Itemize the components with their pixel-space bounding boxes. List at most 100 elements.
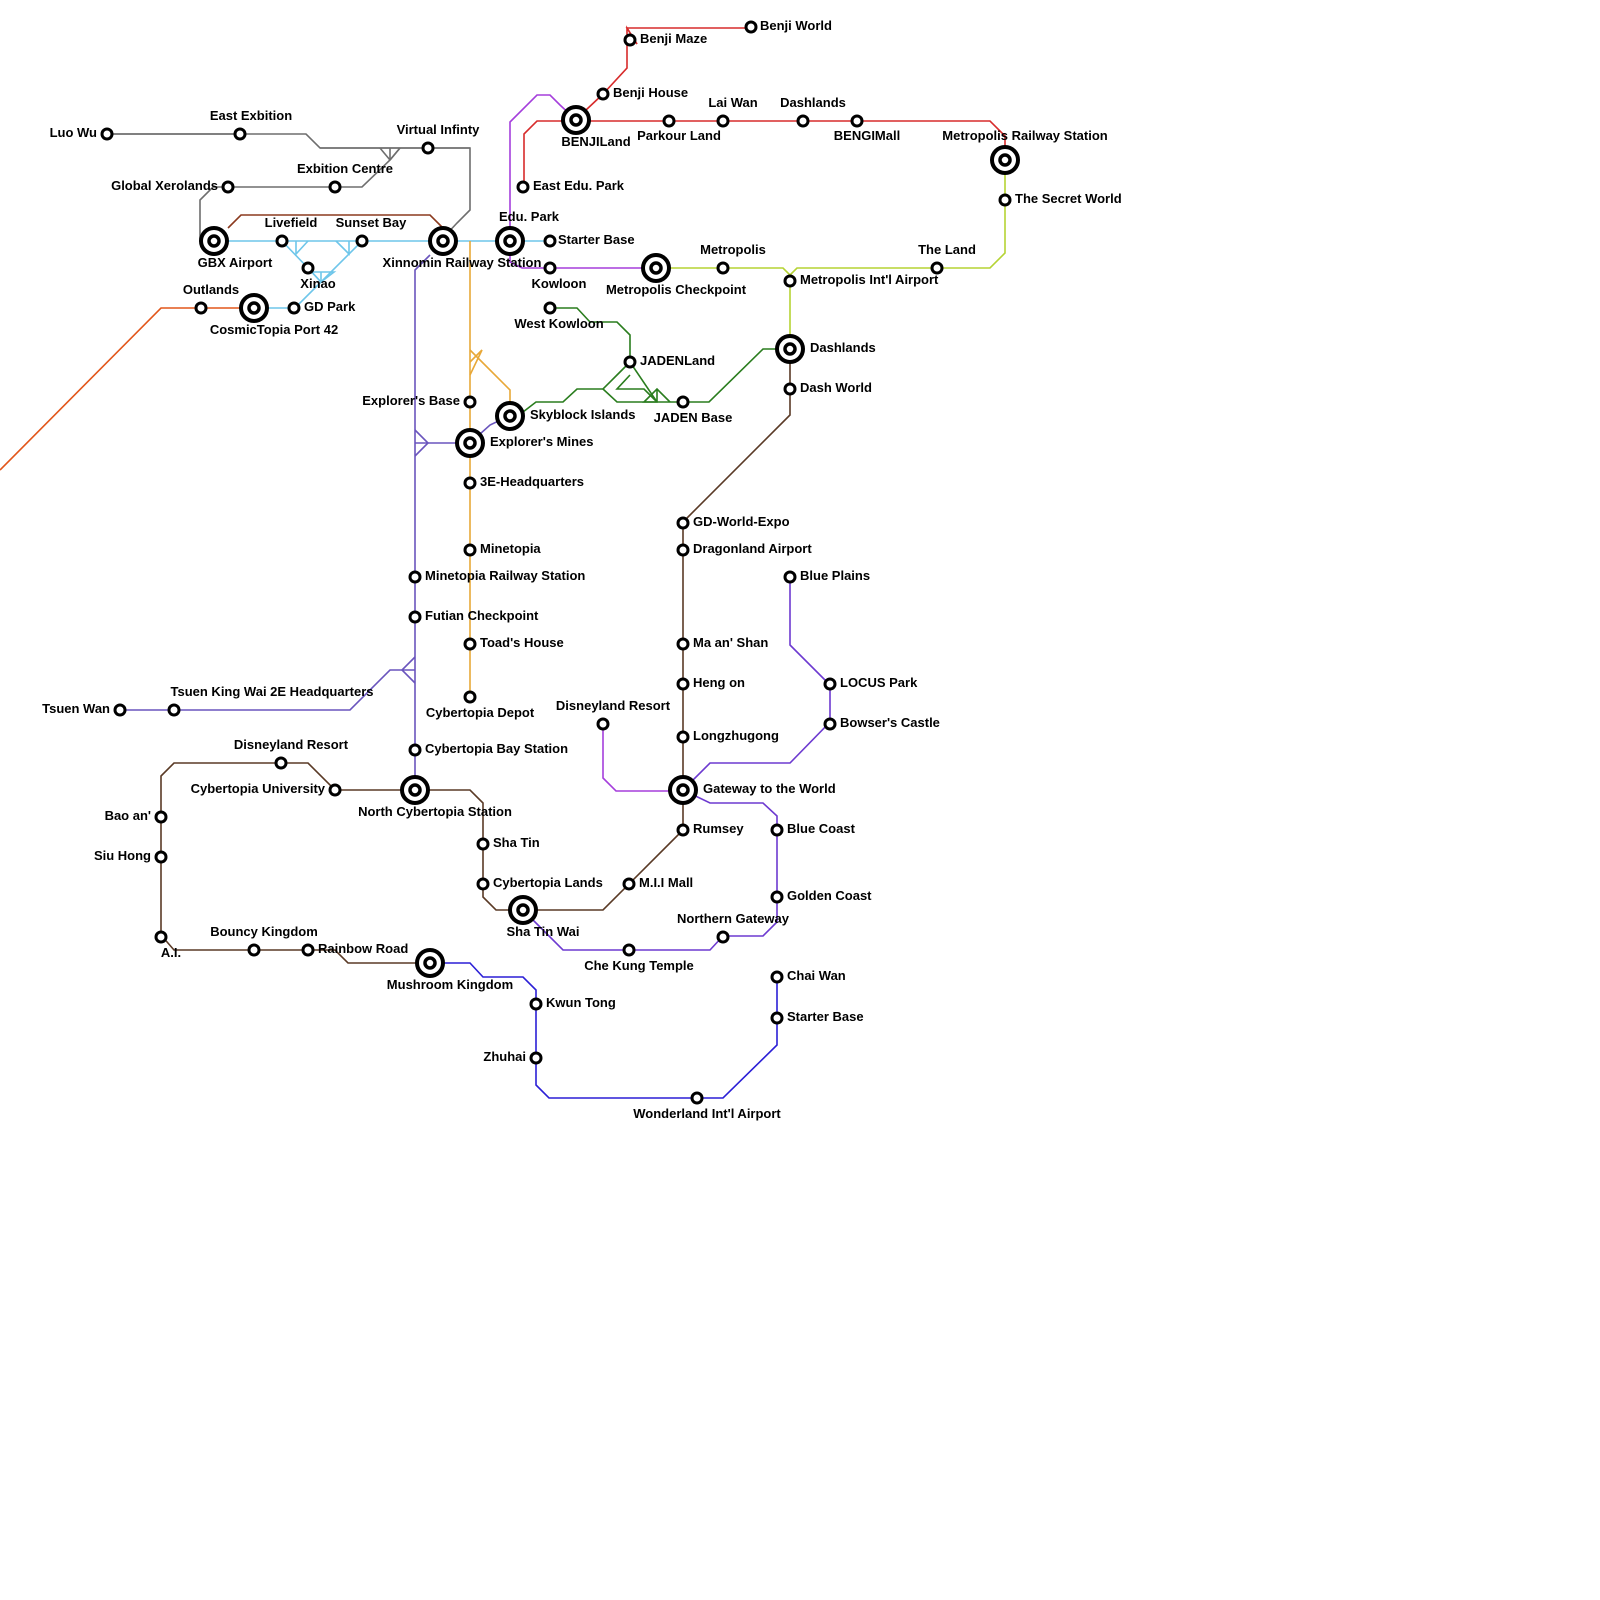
station-label[interactable]: Metropolis Railway Station [942,128,1107,143]
station-label[interactable]: BENJILand [561,134,630,149]
station-metropolis[interactable] [716,261,730,275]
station-marker-icon[interactable] [744,20,758,34]
station-che-kung-temple[interactable] [622,943,636,957]
station-marker-icon[interactable] [301,261,315,275]
station-virtual-infinty[interactable] [421,141,435,155]
station-label[interactable]: CosmicTopia Port 42 [210,322,338,337]
station-bouncy-kingdom[interactable] [247,943,261,957]
station-label[interactable]: Edu. Park [499,209,560,224]
station-marker-icon[interactable] [408,743,422,757]
station-label[interactable]: Tsuen King Wai 2E Headquarters [171,684,374,699]
station-bengimall[interactable] [850,114,864,128]
station-label[interactable]: Sunset Bay [336,215,408,230]
station-label[interactable]: Bowser's Castle [840,715,940,730]
station-bowser-s-castle[interactable] [823,717,837,731]
station-marker-icon[interactable] [543,301,557,315]
station-label[interactable]: Dashlands [780,95,846,110]
station-label[interactable]: Kwun Tong [546,995,616,1010]
station-label[interactable]: Bouncy Kingdom [210,924,318,939]
station-marker-icon[interactable] [463,637,477,651]
station-starter-base[interactable] [543,234,557,248]
station-xinao[interactable] [301,261,315,275]
station-label[interactable]: JADEN Base [654,410,733,425]
station-blue-plains[interactable] [783,570,797,584]
station-cosmictopia-port-42[interactable] [239,293,269,323]
station-label[interactable]: Dash World [800,380,872,395]
station-metropolis-int-l-airport[interactable] [783,274,797,288]
station-sha-tin-wai[interactable] [508,895,538,925]
station-label[interactable]: BENGIMall [834,128,900,143]
station-marker-icon[interactable] [676,677,690,691]
station-mushroom-kingdom[interactable] [415,948,445,978]
station-marker-icon[interactable] [676,395,690,409]
station-label[interactable]: Gateway to the World [703,781,836,796]
station-a-i[interactable] [154,930,168,944]
station-east-edu-park[interactable] [516,180,530,194]
station-dragonland-airport[interactable] [676,543,690,557]
station-marker-icon[interactable] [622,943,636,957]
station-label[interactable]: Benji Maze [640,31,707,46]
station-marker-icon[interactable] [154,810,168,824]
station-label[interactable]: Rumsey [693,821,744,836]
station-label[interactable]: Metropolis Int'l Airport [800,272,939,287]
station-marker-icon[interactable] [690,1091,704,1105]
station-label[interactable]: Ma an' Shan [693,635,768,650]
station-disneyland-resort[interactable] [274,756,288,770]
station-heng-on[interactable] [676,677,690,691]
station-cybertopia-bay-station[interactable] [408,743,422,757]
station-label[interactable]: Wonderland Int'l Airport [633,1106,781,1121]
station-label[interactable]: Global Xerolands [111,178,218,193]
station-ma-an-shan[interactable] [676,637,690,651]
station-locus-park[interactable] [823,677,837,691]
station-label[interactable]: Dashlands [810,340,876,355]
station-label[interactable]: The Secret World [1015,191,1122,206]
station-label[interactable]: Lai Wan [708,95,757,110]
station-minetopia-railway-station[interactable] [408,570,422,584]
station-the-secret-world[interactable] [998,193,1012,207]
station-explorer-s-base[interactable] [463,395,477,409]
station-global-xerolands[interactable] [221,180,235,194]
station-marker-icon[interactable] [622,877,636,891]
station-label[interactable]: Futian Checkpoint [425,608,539,623]
station-label[interactable]: Xinnomin Railway Station [383,255,542,270]
station-marker-icon[interactable] [476,837,490,851]
station-west-kowloon[interactable] [543,301,557,315]
station-marker-icon[interactable] [233,127,247,141]
station-dashlands[interactable] [796,114,810,128]
station-label[interactable]: Cybertopia Lands [493,875,603,890]
station-label[interactable]: Chai Wan [787,968,846,983]
station-marker-icon[interactable] [676,516,690,530]
station-marker-icon[interactable] [770,970,784,984]
station-label[interactable]: Starter Base [558,232,635,247]
station-dash-world[interactable] [783,382,797,396]
station-parkour-land[interactable] [662,114,676,128]
station-label[interactable]: M.I.I Mall [639,875,693,890]
station-explorer-s-mines[interactable] [455,428,485,458]
station-marker-icon[interactable] [408,610,422,624]
station-marker-icon[interactable] [823,677,837,691]
station-lai-wan[interactable] [716,114,730,128]
station-sunset-bay[interactable] [355,234,369,248]
station-xinnomin-railway-station[interactable] [428,226,458,256]
station-marker-icon[interactable] [247,943,261,957]
station-label[interactable]: Skyblock Islands [530,407,636,422]
station-siu-hong[interactable] [154,850,168,864]
station-label[interactable]: Cybertopia University [191,781,326,796]
station-cybertopia-depot[interactable] [463,690,477,704]
station-starter-base[interactable] [770,1011,784,1025]
station-benjiland[interactable] [561,105,591,135]
station-marker-icon[interactable] [463,690,477,704]
station-label[interactable]: North Cybertopia Station [358,804,512,819]
station-marker-icon[interactable] [516,180,530,194]
station-jadenland[interactable] [623,355,637,369]
station-marker-icon[interactable] [274,756,288,770]
station-benji-house[interactable] [596,87,610,101]
station-label[interactable]: Bao an' [105,808,151,823]
station-gbx-airport[interactable] [199,226,229,256]
station-label[interactable]: GD Park [304,299,356,314]
station-label[interactable]: Blue Plains [800,568,870,583]
station-label[interactable]: Cybertopia Depot [426,705,535,720]
station-label[interactable]: Kowloon [532,276,587,291]
station-label[interactable]: Metropolis Checkpoint [606,282,747,297]
station-label[interactable]: Rainbow Road [318,941,408,956]
